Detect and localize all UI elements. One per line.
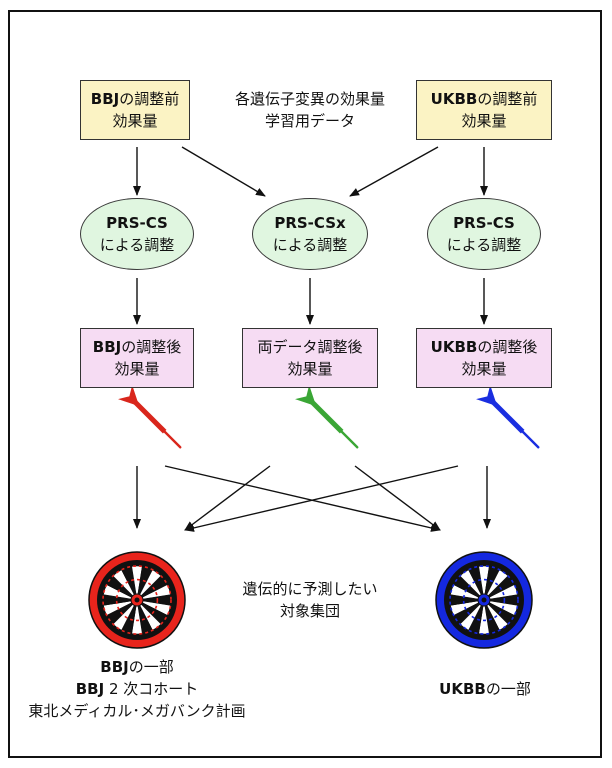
ukbb-pre-label-bold: UKBB [430, 90, 478, 108]
both-post-adjust-box: 両データ調整後 効果量 [242, 328, 378, 388]
bbj-target-caption: BBJの一部 BBJ 2 次コホート 東北メディカル･メガバンク計画 [28, 658, 246, 720]
target-population-note: 遺伝的に予測したい 対象集団 [242, 580, 378, 620]
green-dart-icon [295, 385, 359, 449]
arrow-green-to-ukbb [354, 465, 441, 531]
prscs-left-title: PRS-CS [106, 214, 168, 232]
bbj-pre-label-bold: BBJ [90, 90, 120, 108]
blue-dart-icon [476, 385, 540, 449]
ukbb-post-adjust-box: UKBBの調整後 効果量 [416, 328, 552, 388]
red-dart-icon [118, 385, 182, 449]
ukbb-post-label-bold: UKBB [430, 338, 478, 356]
bbj-post-adjust-box: BBJの調整後 効果量 [80, 328, 194, 388]
prscs-right-title: PRS-CS [453, 214, 515, 232]
ukbb-post-label-line2: 効果量 [461, 360, 507, 378]
prscs-right-ellipse: PRS-CS による調整 [427, 198, 541, 270]
ukbb-target-caption: UKBBの一部 [439, 680, 531, 698]
prscs-left-ellipse: PRS-CS による調整 [80, 198, 194, 270]
ukbb-post-label-rest: の調整後 [477, 338, 538, 356]
prscs-right-sub: による調整 [446, 236, 522, 254]
bbj-pre-label-rest: の調整前 [119, 90, 180, 108]
prscs-left-sub: による調整 [99, 236, 175, 254]
arrow-blue-to-bbj [184, 465, 459, 532]
ukbb-pre-label-line2: 効果量 [461, 112, 507, 130]
prscsx-ellipse: PRS-CSx による調整 [252, 198, 368, 270]
ukbb-dartboard-icon [435, 551, 533, 649]
diagram-frame [8, 10, 602, 758]
ukbb-pre-adjust-box: UKBBの調整前 効果量 [416, 80, 552, 140]
both-post-label-line2: 効果量 [287, 360, 333, 378]
bbj-post-label-bold: BBJ [92, 338, 122, 356]
arrow-bbj-to-prscsx [181, 146, 266, 197]
arrow-ukbb-to-prscsx [349, 146, 439, 197]
bbj-dartboard-icon [88, 551, 186, 649]
bbj-pre-adjust-box: BBJの調整前 効果量 [80, 80, 190, 140]
training-data-note: 各遺伝子変異の効果量 学習用データ [234, 90, 385, 130]
prscsx-title: PRS-CSx [274, 214, 346, 232]
bbj-post-label-line2: 効果量 [114, 360, 160, 378]
both-post-label-line1: 両データ調整後 [257, 338, 363, 356]
arrow-red-to-ukbb [164, 465, 441, 532]
bbj-pre-label-line2: 効果量 [112, 112, 158, 130]
arrow-green-to-bbj [184, 465, 271, 531]
bbj-post-label-rest: の調整後 [121, 338, 182, 356]
ukbb-pre-label-rest: の調整前 [477, 90, 538, 108]
prscsx-sub: による調整 [272, 236, 348, 254]
